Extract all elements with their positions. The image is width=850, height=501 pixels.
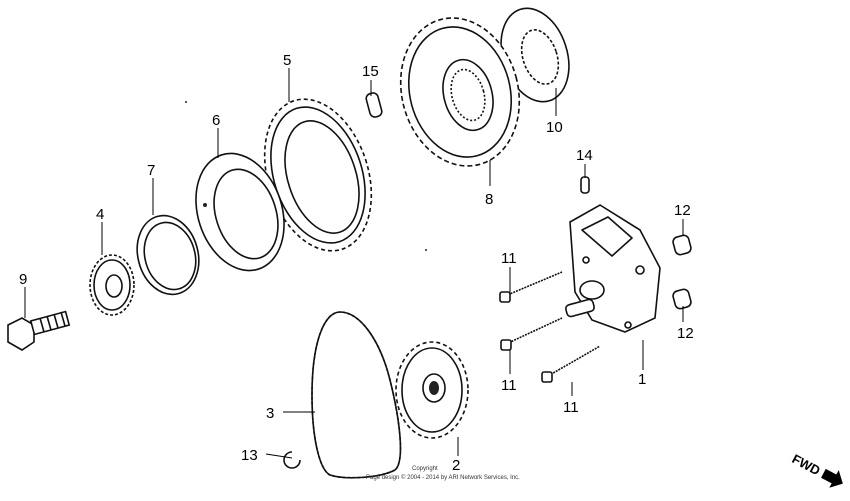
callout-8: 8: [485, 191, 493, 208]
callout-12-lower: 12: [677, 325, 694, 342]
part-11-bolt-lower[interactable]: [541, 345, 601, 383]
callout-4: 4: [96, 206, 104, 223]
callout-11-upper: 11: [501, 250, 517, 267]
part-8-primary-gear[interactable]: [385, 5, 536, 180]
fwd-arrow-icon: [821, 468, 843, 488]
callout-6: 6: [212, 112, 220, 129]
fwd-label: FWD: [790, 451, 823, 478]
callout-5: 5: [283, 52, 291, 69]
fwd-direction-marker: FWD: [790, 451, 843, 488]
copyright-line-1: Copyright: [412, 466, 438, 472]
part-13-circlip[interactable]: [283, 451, 301, 469]
callout-12-upper: 12: [674, 202, 691, 219]
part-14-dowel[interactable]: [580, 176, 590, 194]
part-7-washer[interactable]: [129, 209, 208, 302]
part-9-bolt[interactable]: [7, 310, 71, 351]
callout-3: 3: [266, 405, 274, 422]
part-2-oil-pump-sprocket[interactable]: [395, 341, 469, 439]
part-11-bolt-upper[interactable]: [499, 271, 563, 303]
part-3-chain[interactable]: [311, 311, 402, 479]
part-1-oil-pump[interactable]: [565, 204, 661, 333]
callout-14: 14: [576, 147, 593, 164]
callout-7: 7: [147, 162, 155, 179]
part-5-sprocket[interactable]: [246, 85, 389, 264]
part-12-collar-lower[interactable]: [672, 288, 692, 310]
part-6-guide-plate[interactable]: [182, 142, 299, 282]
copyright-line-2: Page design © 2004 - 2014 by ARI Network…: [366, 474, 520, 481]
callout-15: 15: [362, 63, 379, 80]
part-15-dowel-pin[interactable]: [365, 92, 383, 118]
callout-10: 10: [546, 119, 563, 136]
callout-9: 9: [19, 271, 27, 288]
callout-11-lower: 11: [563, 399, 579, 416]
leader-lines: [24, 68, 684, 459]
part-10-plate[interactable]: [490, 0, 581, 111]
part-12-collar-upper[interactable]: [672, 234, 692, 256]
callout-1: 1: [638, 371, 646, 388]
part-11-bolt-middle[interactable]: [500, 317, 563, 351]
callout-11-middle: 11: [501, 377, 517, 394]
part-4-drive-sprocket[interactable]: [89, 254, 135, 316]
callout-2: 2: [452, 457, 460, 474]
callout-13: 13: [241, 447, 258, 464]
